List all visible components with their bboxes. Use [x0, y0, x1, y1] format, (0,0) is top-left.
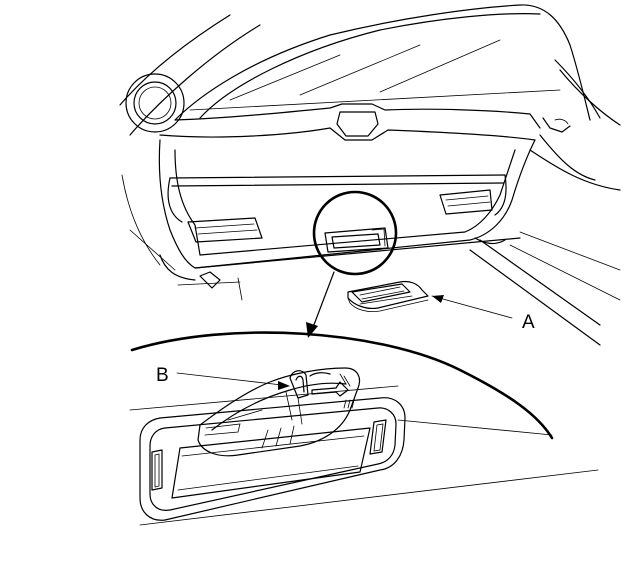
- tailgate-upper-garnish: [174, 103, 541, 129]
- detail-pointer-arrow: [306, 271, 335, 338]
- center-emblem: [336, 111, 379, 137]
- clip-part-b: [285, 370, 351, 425]
- part-b-leader: [176, 372, 290, 390]
- detail-enlarged-view: B: [129, 331, 599, 526]
- left-tail-light: [125, 73, 185, 133]
- handle-cover-part-a: [347, 280, 429, 312]
- detail-left-slot: [151, 449, 163, 491]
- callout-b: B: [156, 365, 169, 386]
- detail-inner-cavity: [171, 427, 371, 499]
- left-panel-slot: [187, 217, 263, 243]
- tailgate-lower-panel: [158, 139, 536, 269]
- detail-magnifier-circle: [312, 190, 398, 276]
- rear-window-outline: [174, 4, 591, 121]
- callout-a: A: [522, 312, 535, 333]
- detail-outer-bezel: [139, 397, 406, 521]
- tailgate-overview: A: [119, 4, 621, 346]
- detail-right-slot: [369, 419, 387, 455]
- detail-handle-lever: [197, 367, 361, 457]
- part-a-leader: [431, 295, 513, 319]
- tailgate-handle-recess: [324, 227, 389, 253]
- detail-boundary-arc: [130, 331, 554, 440]
- right-panel-slot: [439, 189, 493, 215]
